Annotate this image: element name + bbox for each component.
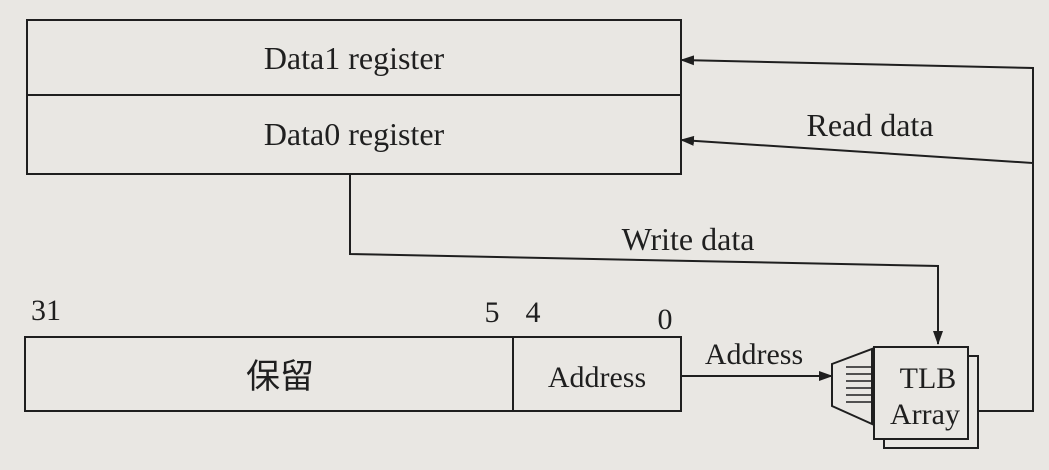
- register-block-frame: [26, 19, 682, 175]
- register-block: Data1 register Data0 register: [26, 19, 682, 175]
- decoder-shape: [831, 347, 873, 426]
- read-data-label: Read data: [806, 107, 933, 143]
- reserved-field-label: 保留: [246, 358, 314, 396]
- array-label: Array: [890, 398, 960, 431]
- address-field-label: Address: [548, 361, 646, 394]
- bit-31-label: 31: [31, 294, 61, 327]
- bit-5-label: 5: [485, 296, 500, 329]
- write-data-arrow: [349, 174, 943, 345]
- read-data-arrow-data0: [680, 135, 1034, 412]
- address-format-register: 保留 Address: [24, 336, 682, 412]
- tlb-label: TLB: [900, 362, 957, 395]
- address-signal-label: Address: [705, 338, 803, 371]
- decoder-body: [831, 347, 873, 426]
- tlb-array-frame: [873, 346, 969, 440]
- data0-register-label: Data0 register: [264, 116, 445, 152]
- bit-4-label: 4: [526, 296, 541, 329]
- bit-0-label: 0: [658, 303, 673, 336]
- tlb-array-block: TLB Array: [873, 346, 979, 449]
- write-data-label: Write data: [622, 221, 755, 257]
- read-data-arrow-data1: [680, 55, 1034, 163]
- address-format-frame: [24, 336, 682, 412]
- data1-register-label: Data1 register: [264, 40, 445, 76]
